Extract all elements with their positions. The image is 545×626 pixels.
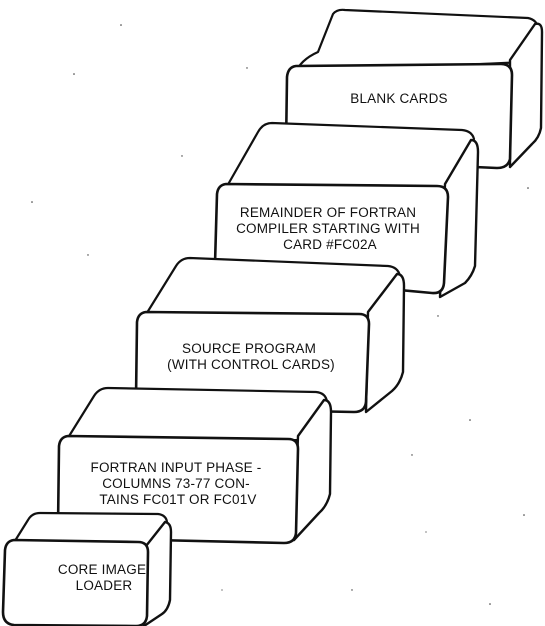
speck xyxy=(87,254,88,255)
speck xyxy=(31,201,33,203)
deck-label-line: BLANK CARDS xyxy=(350,91,447,106)
speck xyxy=(221,589,222,590)
deck-label-line: (WITH CONTROL CARDS) xyxy=(167,357,335,372)
speck xyxy=(120,24,122,26)
deck-label-line: LOADER xyxy=(76,578,133,593)
speck xyxy=(246,67,247,68)
deck-label: SOURCE PROGRAM (WITH CONTROL CARDS) xyxy=(167,341,335,372)
deck-top-face xyxy=(145,258,400,318)
deck-top-face xyxy=(226,123,474,188)
speck xyxy=(489,603,491,605)
deck-top-face xyxy=(66,388,327,441)
deck-label-line: SOURCE PROGRAM xyxy=(182,341,316,356)
speck xyxy=(181,155,182,156)
deck-label-line: TAINS FC01T OR FC01V xyxy=(99,492,256,507)
speck xyxy=(425,531,426,532)
speck xyxy=(351,589,352,590)
speck xyxy=(469,419,471,421)
deck-label: BLANK CARDS xyxy=(350,91,447,106)
speck xyxy=(527,187,529,189)
speck xyxy=(411,454,412,455)
speck xyxy=(73,73,75,75)
speck xyxy=(437,315,438,316)
svg-text:SOURCE PROGRAM (WITH C: SOURCE PROGRAM (WITH CONTROL CARDS) xyxy=(167,341,335,372)
deck-label: FORTRAN INPUT PHASE - COLUMNS 73-77 CON-… xyxy=(91,460,266,507)
deck-label-line: REMAINDER OF FORTRAN xyxy=(240,205,416,220)
deck-label-line: CORE IMAGE xyxy=(58,562,146,577)
speck xyxy=(523,514,525,516)
deck-label-line: COMPILER STARTING WITH xyxy=(236,221,420,236)
deck-label-line: CARD #FC02A xyxy=(283,237,377,252)
svg-text:BLANK CARDS: BLANK CARDS xyxy=(350,91,447,106)
svg-text:FORTRAN INPUT PHASE -: FORTRAN INPUT PHASE - COLUMNS 73-77 CON-… xyxy=(91,460,266,507)
deck-label-line: COLUMNS 73-77 CON- xyxy=(102,476,250,491)
deck-core-image-loader: CORE IMAGE LOADER xyxy=(3,513,171,626)
deck-label-line: FORTRAN INPUT PHASE - xyxy=(91,460,262,475)
